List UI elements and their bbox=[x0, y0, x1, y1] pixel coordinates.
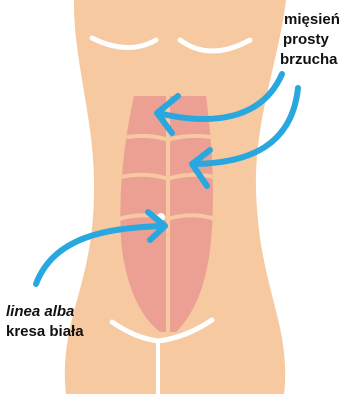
muscle-label-line2: prosty bbox=[283, 31, 330, 48]
muscle-label: mięsień prosty brzucha bbox=[280, 11, 340, 68]
linea-alba-latin: linea alba bbox=[6, 303, 74, 320]
muscle-label-line1: mięsień bbox=[284, 11, 340, 28]
muscle-label-line3: brzucha bbox=[280, 51, 338, 68]
linea-alba-polish: kresa biała bbox=[6, 323, 84, 340]
